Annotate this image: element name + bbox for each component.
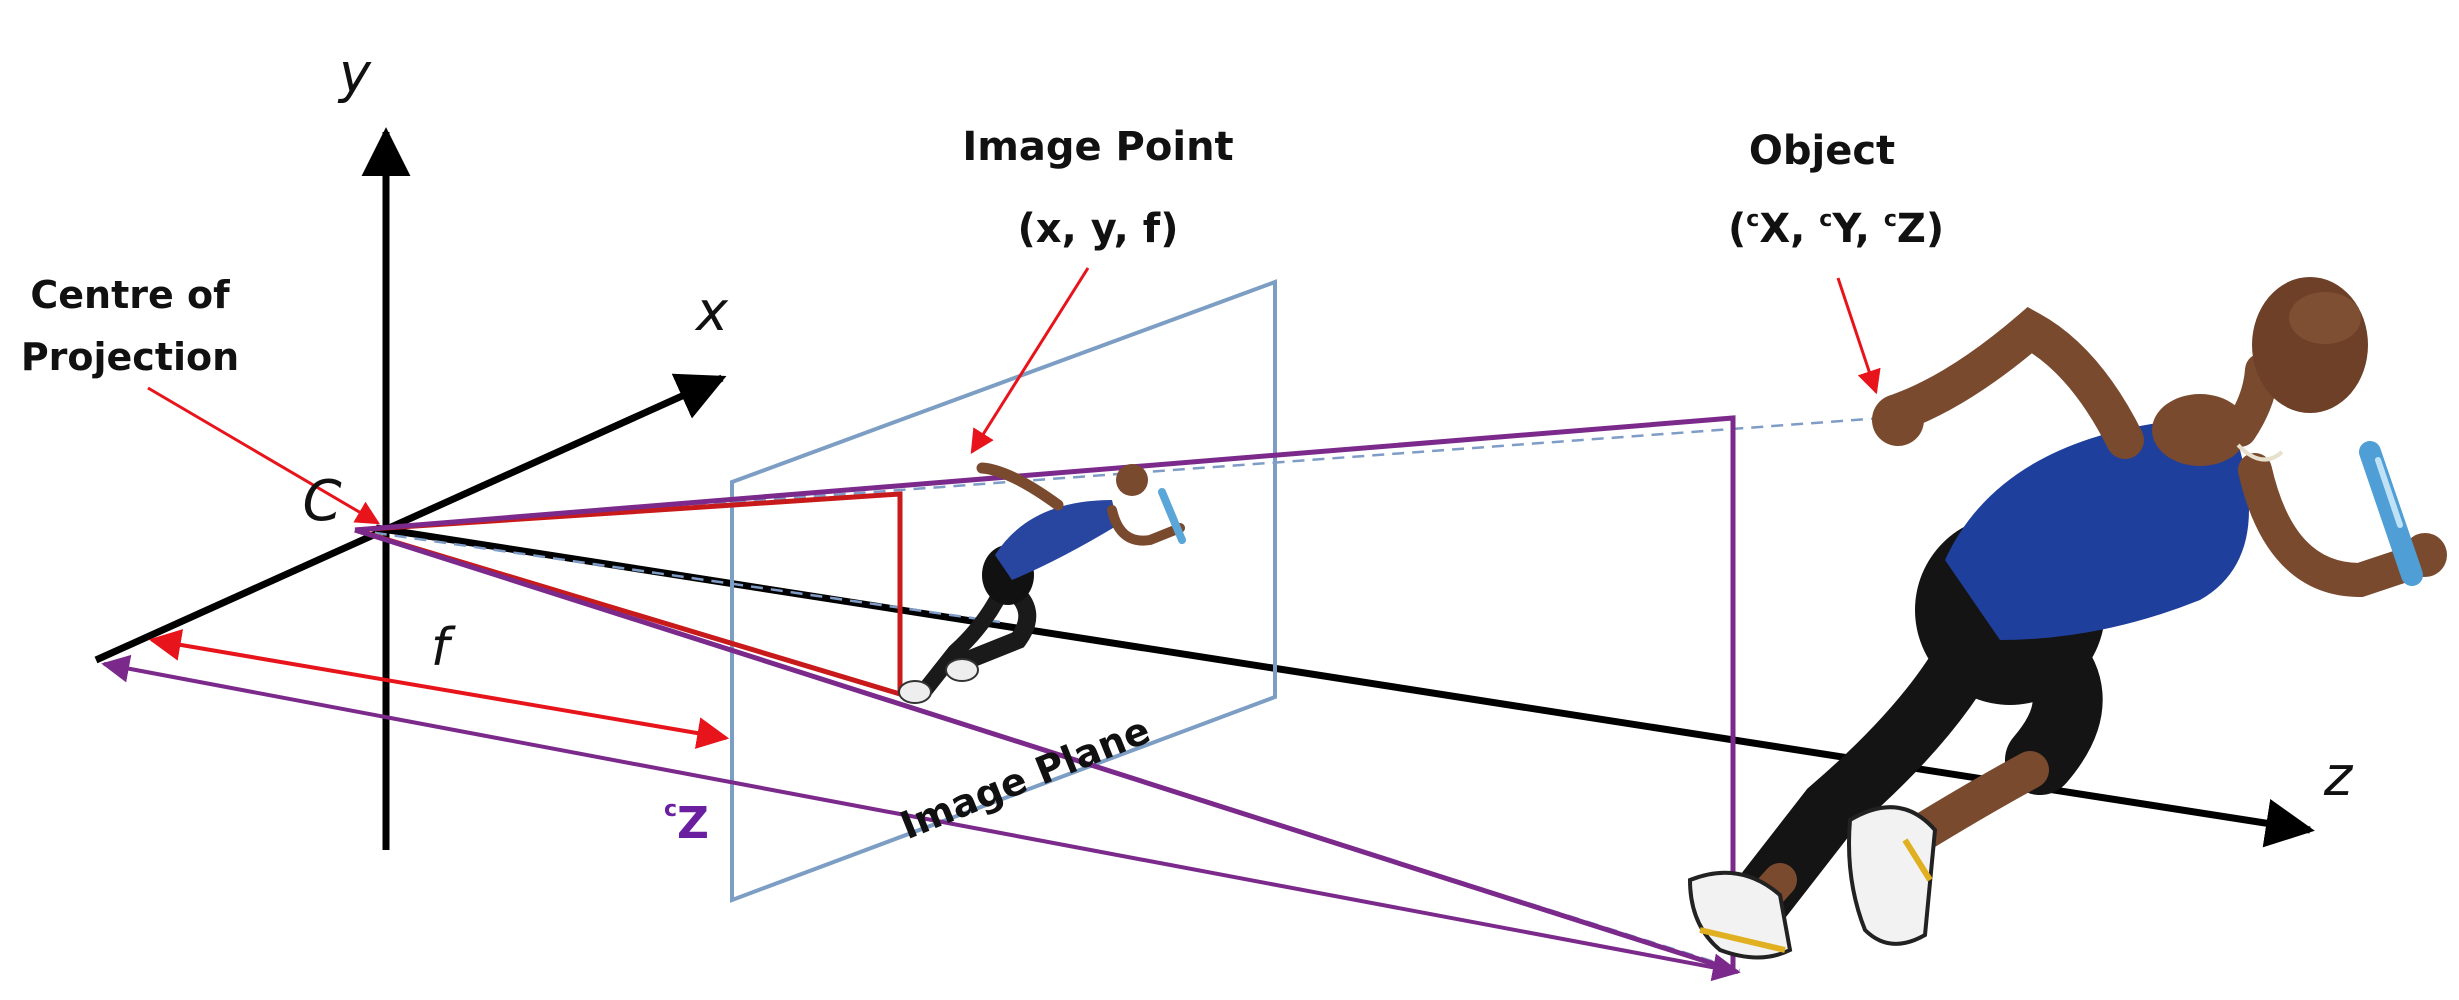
image-point-coords: (x, y, f) [1018,206,1179,252]
object-coords-x: X, [1759,206,1819,252]
x-axis-label: x [694,280,729,343]
z-axis-label: z [2323,745,2354,808]
cz-distance-arrow [101,654,1741,982]
sprinter-figure-small-icon [898,462,1186,704]
object-coords-sup1: c [1746,207,1759,232]
image-plane-label: Image Plane [894,708,1156,848]
centre-of-projection-label-line2: Projection [21,335,239,379]
object-coords-z: Z) [1897,206,1944,252]
centre-pointer-arrow [147,386,381,525]
cz-distance-label: cZ [664,797,709,849]
focal-length-label: f [431,618,456,678]
centre-letter-c: C [302,469,341,534]
cz-main: Z [677,798,709,849]
cz-sup: c [664,797,677,822]
object-pointer-arrow [1836,277,1881,395]
image-point-pointer-arrow [970,267,1090,455]
x-axis [94,373,727,664]
object-title: Object [1749,128,1895,174]
object-coords-sup3: c [1884,207,1897,232]
object-coords-sup2: c [1819,207,1832,232]
object-coords-open: ( [1728,206,1746,252]
y-axis-label: y [337,42,372,105]
image-point-title: Image Point [962,124,1233,170]
dashed-ray-axis [354,528,1001,624]
centre-of-projection-label-line1: Centre of [30,273,230,317]
sprinter-figure-large-icon [1687,277,2447,960]
object-coords: (cX, cY, cZ) [1728,206,1944,252]
image-triangle [354,491,903,698]
object-coords-y: Y, [1831,206,1883,252]
